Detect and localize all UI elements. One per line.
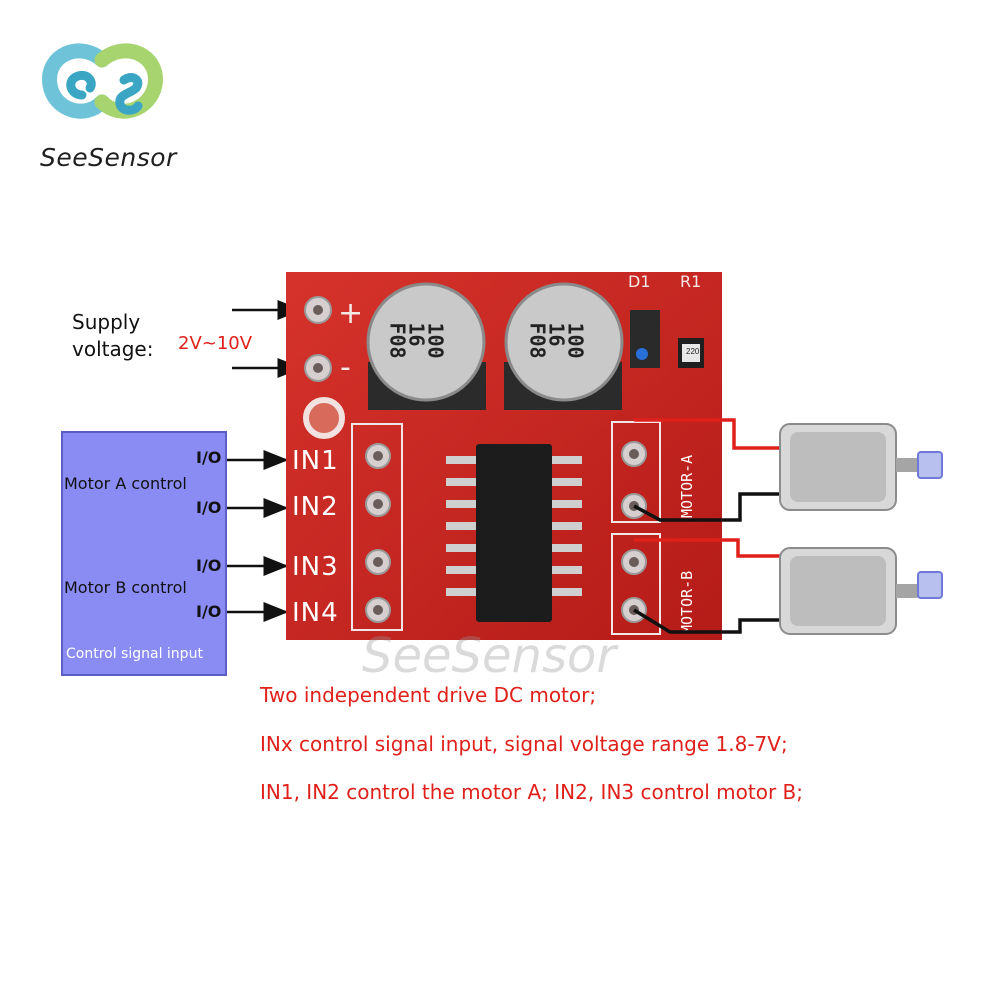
io-label: I/O	[196, 498, 222, 517]
capacitor-2	[504, 282, 624, 402]
motor-a-control-label: Motor A control	[64, 474, 187, 493]
control-signal-box	[61, 431, 227, 676]
io-label: I/O	[196, 556, 222, 575]
io-label: I/O	[196, 602, 222, 621]
watermark: SeeSensor	[362, 628, 617, 684]
motor-a-black-wire	[633, 492, 790, 522]
pin-label-in1: IN1	[292, 446, 339, 476]
brand-name: SeeSensor	[40, 143, 177, 172]
note-line-1: Two independent drive DC motor;	[260, 683, 597, 707]
minus-marking: -	[340, 350, 351, 385]
io-label: I/O	[196, 448, 222, 467]
r1-label: R1	[680, 272, 702, 291]
resistor-code: 220	[686, 347, 700, 356]
motor-b-icon	[779, 547, 943, 635]
plus-marking: +	[338, 296, 364, 331]
mounting-hole	[303, 397, 345, 439]
capacitor-1	[366, 282, 486, 402]
seesensor-logo	[42, 43, 163, 119]
pin-label-in3: IN3	[292, 552, 339, 582]
motor-a-icon	[779, 423, 943, 511]
motor-b-control-label: Motor B control	[64, 578, 187, 597]
control-box-caption: Control signal input	[66, 646, 203, 662]
motor-b-black-wire	[633, 608, 790, 634]
supply-voltage-range: 2V~10V	[178, 333, 253, 354]
pcb-board	[286, 272, 722, 640]
supply-label: Supply	[72, 310, 141, 334]
d1-label: D1	[628, 272, 651, 291]
pin-label-in2: IN2	[292, 492, 339, 522]
voltage-label: voltage:	[72, 337, 154, 361]
motor-a-red-wire	[634, 418, 790, 450]
motor-b-red-wire	[634, 538, 790, 558]
note-line-2: INx control signal input, signal voltage…	[260, 732, 788, 756]
pin-label-in4: IN4	[292, 598, 339, 628]
driver-ic	[446, 444, 582, 622]
note-line-3: IN1, IN2 control the motor A; IN2, IN3 c…	[260, 780, 804, 804]
